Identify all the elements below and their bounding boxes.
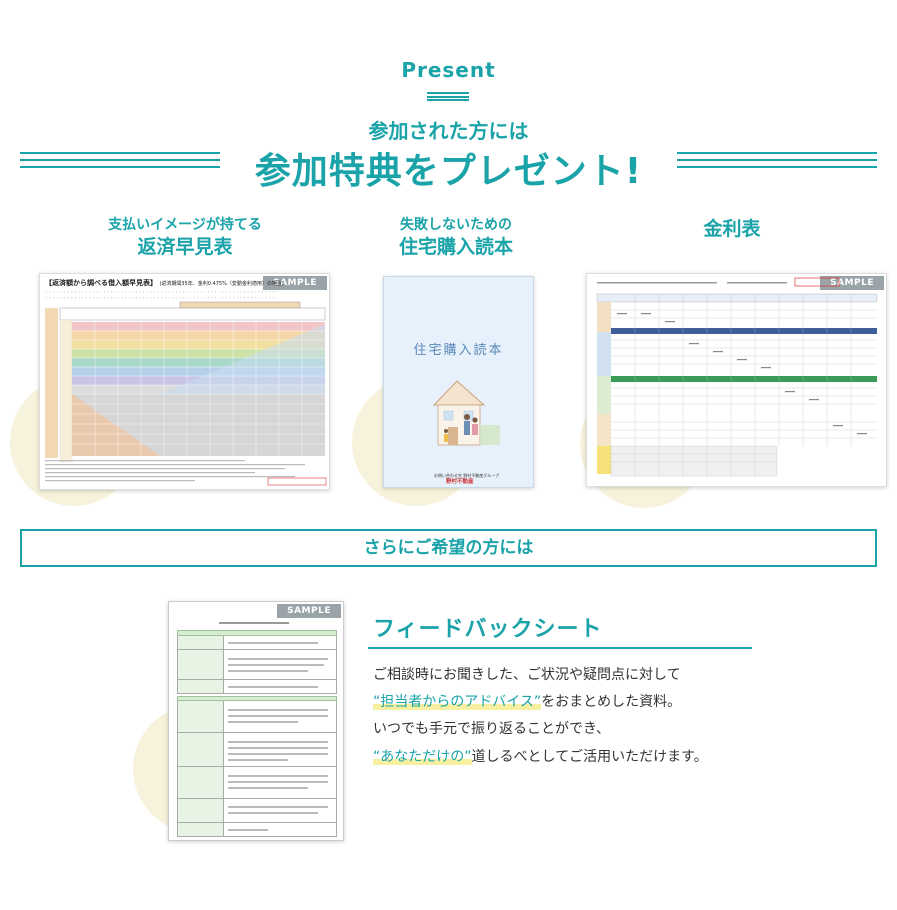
section-bar-label: さらにご希望の方には	[363, 538, 534, 558]
table-title: 【返済額から調べる借入額早見表】 (返済期間35年、金利0.475%（変動金利適…	[45, 279, 284, 287]
feedback-title: フィードバックシート	[373, 617, 603, 642]
item-small-repayment: 支払いイメージが持てる	[108, 217, 262, 233]
house-illustration	[432, 380, 500, 446]
rate-grid-graphic	[596, 277, 878, 477]
sheet-subheader	[177, 696, 337, 701]
sample-badge: SAMPLE	[820, 276, 884, 290]
sheet-row	[177, 680, 337, 694]
item-title-repayment: 支払いイメージが持てる 返済早見表	[85, 216, 285, 260]
feedback-desc-line: “担当者からのアドバイス”をおまとめした資料。	[373, 694, 682, 710]
item-big-repayment: 返済早見表	[137, 236, 233, 258]
table-note-line: ・・・・・・・・・・・・・・・・・・・・・・・・・・・・・・・・・・・・・・・・…	[45, 290, 279, 294]
item-big-book: 住宅購入読本	[398, 236, 513, 258]
sheet-row	[177, 733, 337, 767]
book-brand: 野村不動産	[446, 479, 474, 485]
highlight-advice: “担当者からのアドバイス”	[373, 694, 542, 710]
sheet-row	[177, 799, 337, 823]
sheet-row	[177, 767, 337, 799]
rate-table-image: SAMPLE	[586, 273, 887, 487]
item-big-rate: 金利表	[703, 218, 761, 240]
repayment-table-image: SAMPLE 【返済額から調べる借入額早見表】 (返済期間35年、金利0.475…	[39, 273, 330, 490]
highlight-only-you: “あなただけの”	[373, 749, 472, 765]
table-grid-graphic	[45, 301, 327, 486]
feedback-sheet-image: SAMPLE	[168, 601, 344, 841]
book-title: 住宅購入読本	[413, 343, 504, 358]
sample-badge: SAMPLE	[277, 604, 341, 618]
book-cover-image: 住宅購入読本 お問い合わせ先 野村不動産グループ 野村不動産	[383, 276, 534, 488]
heading-deco-left	[20, 152, 220, 176]
present-label: Present	[401, 58, 496, 82]
sheet-row	[177, 823, 337, 837]
sample-badge: SAMPLE	[263, 276, 327, 290]
book-footer-text: お問い合わせ先 野村不動産グループ	[434, 473, 500, 478]
sheet-row	[177, 701, 337, 733]
table-note-line: ・・・・・・・・・・・・・・・・・・・・・・・・・・・・・・・・・・・・・・・・…	[45, 296, 279, 300]
sub-heading: 参加された方には	[368, 119, 529, 143]
feedback-underline	[368, 647, 752, 649]
sheet-row	[177, 650, 337, 680]
sheet-header-row	[177, 630, 337, 636]
item-title-rate: 金利表	[632, 216, 832, 242]
present-underline	[427, 92, 469, 101]
item-small-book: 失敗しないための	[400, 217, 512, 233]
heading-deco-right	[677, 152, 877, 176]
feedback-desc-line: いつでも手元で振り返ることができ、	[373, 721, 611, 737]
item-title-book: 失敗しないための 住宅購入読本	[356, 216, 556, 260]
main-heading: 参加特典をプレゼント!	[254, 151, 643, 192]
section-bar: さらにご希望の方には	[20, 529, 877, 567]
sheet-title-line	[219, 622, 289, 624]
feedback-desc-line: “あなただけの”道しるべとしてご活用いただけます。	[373, 749, 708, 765]
feedback-desc-line: ご相談時にお聞きした、ご状況や疑問点に対して	[373, 667, 681, 683]
sheet-row	[177, 636, 337, 650]
